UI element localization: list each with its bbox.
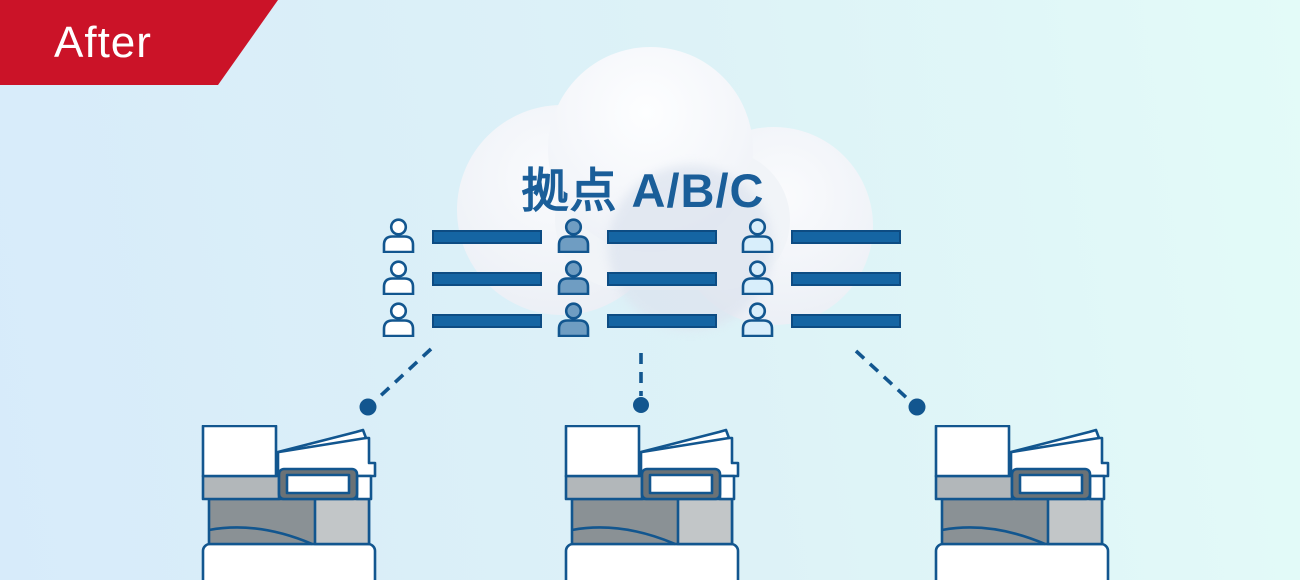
user-icon: [741, 218, 774, 253]
user-row: [382, 260, 544, 295]
user-row: [382, 302, 544, 337]
printer-site-b: [563, 425, 741, 580]
printer-site-c: [933, 425, 1111, 580]
user-list-bar: [791, 230, 901, 244]
user-list-bar: [432, 230, 542, 244]
user-row: [557, 260, 719, 295]
after-ribbon: After: [0, 0, 278, 85]
user-list-bar: [607, 314, 717, 328]
user-icon: [557, 302, 590, 337]
user-icon: [557, 260, 590, 295]
user-icon: [557, 218, 590, 253]
user-icon: [382, 302, 415, 337]
user-group-site-b: [557, 218, 719, 344]
user-row: [741, 218, 903, 253]
user-list-bar: [791, 314, 901, 328]
user-row: [557, 218, 719, 253]
user-list-bar: [791, 272, 901, 286]
user-icon: [382, 260, 415, 295]
connector-dot-right: [908, 398, 926, 416]
after-ribbon-label: After: [54, 18, 152, 67]
dashed-connector-right: [854, 349, 911, 402]
user-group-site-c: [741, 218, 903, 344]
dashed-connector-left: [374, 347, 433, 402]
user-row: [741, 302, 903, 337]
user-row: [557, 302, 719, 337]
connector-dot-center: [633, 397, 649, 413]
printer-site-a: [200, 425, 378, 580]
user-row: [741, 260, 903, 295]
user-list-bar: [607, 230, 717, 244]
user-icon: [382, 218, 415, 253]
user-list-bar: [607, 272, 717, 286]
cloud-site-label: 拠点 A/B/C: [521, 164, 765, 217]
user-list-bar: [432, 272, 542, 286]
user-icon: [741, 302, 774, 337]
user-icon: [741, 260, 774, 295]
user-list-bar: [432, 314, 542, 328]
user-row: [382, 218, 544, 253]
user-group-site-a: [382, 218, 544, 344]
connector-dot-left: [359, 398, 377, 416]
